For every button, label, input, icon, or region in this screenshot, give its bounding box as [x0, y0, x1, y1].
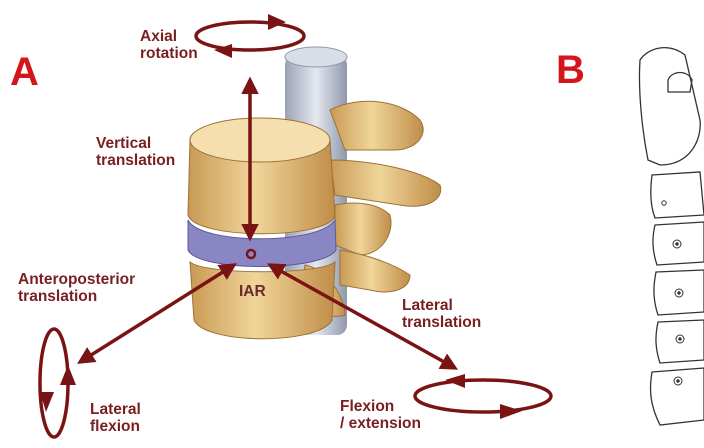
anteroposterior-translation-label: Anteroposterior translation [18, 271, 135, 305]
vertebra-center-markers [662, 201, 684, 385]
vertical-translation-label: Vertical translation [96, 135, 175, 169]
lateral-flexion-arrow [40, 329, 76, 437]
axial-rotation-arrow [196, 14, 304, 58]
iar-label: IAR [239, 283, 266, 300]
vertebra-5 [651, 368, 704, 425]
lateral-translation-label: Lateral translation [402, 297, 481, 331]
upper-vertebral-body [188, 118, 335, 234]
axial-rotation-label: Axial rotation [140, 28, 198, 62]
lateral-flexion-label: Lateral flexion [90, 401, 141, 435]
panel-label-b: B [556, 50, 585, 90]
flexion-extension-arrow [415, 374, 551, 419]
vertebral-column-outline [639, 48, 704, 425]
vertebra-4 [656, 320, 704, 363]
vertebra-1 [651, 172, 704, 218]
flexion-extension-label: Flexion / extension [340, 398, 421, 432]
sacrum-top-outline [639, 48, 700, 165]
panel-label-a: A [10, 52, 39, 92]
lower-vertebral-body [190, 262, 335, 339]
